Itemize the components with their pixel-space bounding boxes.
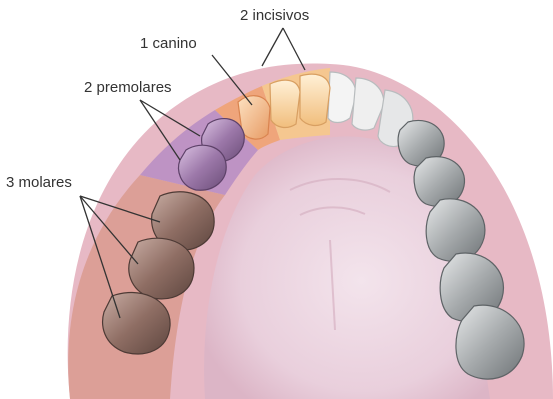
canine-label: 1 canino bbox=[140, 35, 197, 52]
incisors-label: 2 incisivos bbox=[240, 7, 309, 24]
molars-label: 3 molares bbox=[6, 174, 72, 191]
premolars-label: 2 premolares bbox=[84, 79, 172, 96]
